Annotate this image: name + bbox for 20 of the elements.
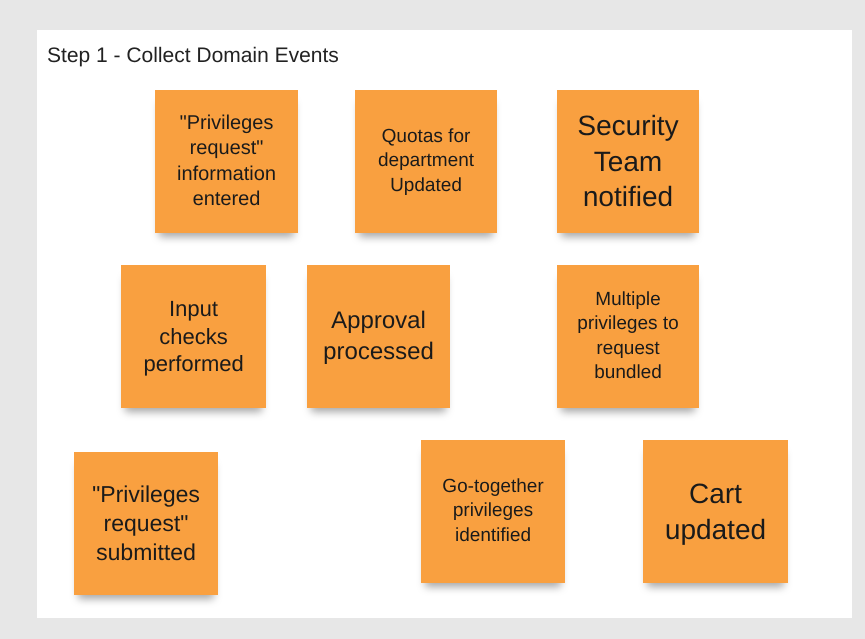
board-panel	[37, 30, 852, 618]
sticky-note	[121, 265, 266, 408]
note-text: "Privileges request" information entered	[176, 110, 277, 212]
note-text: Cart updated	[664, 476, 768, 547]
sticky-note	[557, 265, 699, 408]
board-title: Step 1 - Collect Domain Events	[47, 44, 339, 68]
sticky-note	[307, 265, 450, 408]
sticky-note	[74, 452, 218, 595]
sticky-note	[155, 90, 298, 233]
note-text: "Privileges request" submitted	[91, 480, 201, 568]
note-text: Quotas for department Updated	[376, 125, 476, 198]
note-text: Multiple privileges to request bundled	[576, 288, 680, 385]
note-text: Input checks performed	[144, 294, 244, 378]
note-text: Security Team notified	[576, 109, 680, 214]
sticky-note	[421, 440, 565, 583]
note-text: Go-together privileges identified	[441, 475, 545, 548]
sticky-note	[557, 90, 699, 233]
note-text: Approval processed	[322, 306, 435, 366]
sticky-note	[643, 440, 788, 583]
sticky-note	[355, 90, 497, 233]
